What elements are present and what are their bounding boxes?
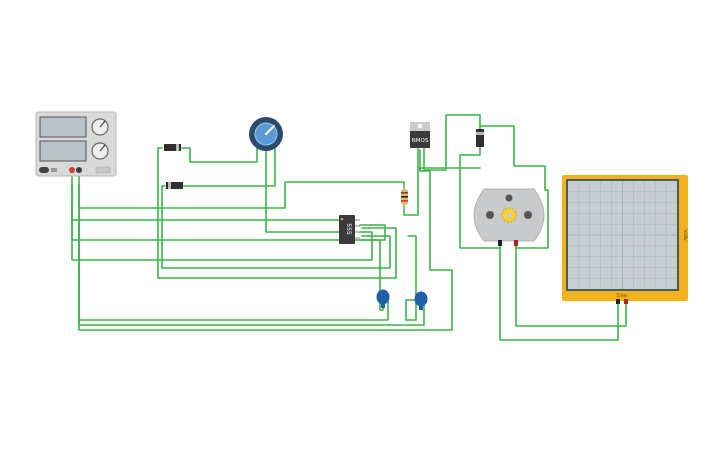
wire[interactable] [78,214,425,326]
timer-ic-label: 555 [345,223,352,235]
oscilloscope-side-label: V/div [682,229,688,241]
wire[interactable] [419,167,481,172]
wire[interactable] [403,147,419,216]
nmos-transistor[interactable]: NMOS [410,122,430,148]
power-supply-switch[interactable] [39,167,49,173]
capacitor[interactable] [414,291,428,311]
dc-motor[interactable] [473,188,545,246]
diode[interactable] [164,144,181,151]
wire[interactable] [71,170,346,221]
wire[interactable] [157,147,397,279]
power-supply-display [39,116,87,138]
timer-ic[interactable]: 555 [339,215,360,244]
wires [71,114,627,341]
wire[interactable] [423,114,481,171]
oscilloscope-bottom-label: T/div [615,293,627,299]
power-supply-display [39,140,87,162]
oscilloscope-negative-terminal[interactable] [616,299,620,304]
wire[interactable] [78,184,389,321]
wire[interactable] [181,147,276,187]
potentiometer[interactable] [249,117,283,151]
power-supply-negative-terminal[interactable] [76,167,82,173]
oscilloscope-positive-terminal[interactable] [624,299,628,304]
wire[interactable] [181,147,258,163]
oscilloscope-grid [568,181,677,289]
wire[interactable] [499,245,619,341]
wire[interactable] [71,184,373,261]
capacitor[interactable] [376,289,390,309]
motor-terminal[interactable] [498,240,502,246]
wire[interactable] [405,235,421,321]
wire[interactable] [71,199,386,241]
wire[interactable] [479,125,549,249]
nmos-label: NMOS [412,138,429,144]
wire[interactable] [515,245,627,327]
resistor[interactable] [401,184,408,210]
power-supply[interactable] [35,111,117,177]
power-supply-positive-terminal[interactable] [69,167,75,173]
oscilloscope[interactable]: V/div T/div [562,175,688,304]
wire[interactable] [161,185,391,269]
wire[interactable] [265,149,341,233]
motor-terminal[interactable] [514,240,518,246]
wire[interactable] [78,170,405,209]
motor-gear-icon [501,207,517,223]
diode[interactable] [476,129,484,147]
diode[interactable] [166,182,183,189]
wire[interactable] [78,149,453,331]
